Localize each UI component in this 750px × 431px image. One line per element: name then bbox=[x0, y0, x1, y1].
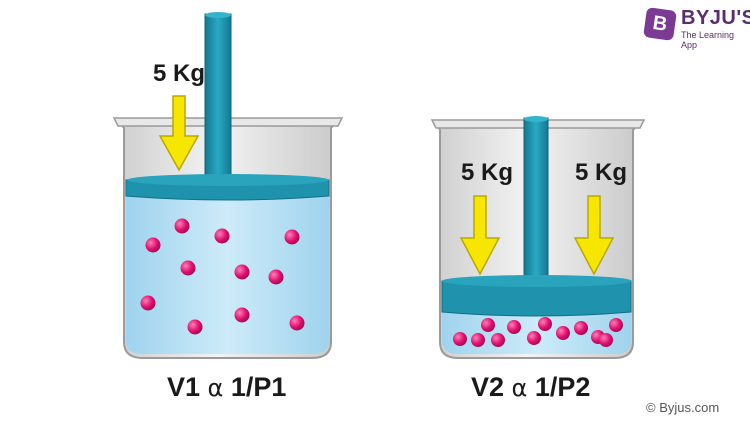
left-formula-volume: V1 bbox=[167, 372, 201, 402]
left-liquid bbox=[126, 192, 329, 354]
left-beaker bbox=[112, 12, 344, 359]
left-piston bbox=[125, 12, 330, 201]
particle bbox=[268, 269, 284, 285]
left-formula-relation: 1/P1 bbox=[230, 372, 287, 402]
copyright-notice: © Byjus.com bbox=[646, 400, 720, 415]
particle bbox=[180, 260, 196, 276]
byjus-logo-icon: B bbox=[643, 7, 677, 41]
left-formula-symbol: α bbox=[207, 374, 224, 402]
right-piston-rod-top bbox=[524, 116, 548, 122]
left-piston-plate-top bbox=[127, 174, 329, 186]
right-formula-relation: 1/P2 bbox=[534, 372, 591, 402]
particle bbox=[234, 307, 250, 323]
right-formula-symbol: α bbox=[511, 374, 528, 402]
left-piston-rod bbox=[204, 13, 232, 185]
particle bbox=[174, 218, 190, 234]
right-piston-plate-top bbox=[442, 275, 632, 287]
right-weight-arrow-1 bbox=[459, 195, 501, 276]
right-weight-label-2: 5 Kg bbox=[575, 159, 628, 186]
particle bbox=[234, 264, 250, 280]
right-beaker bbox=[430, 116, 646, 359]
left-formula: V1 α 1/P1 bbox=[167, 372, 286, 403]
particle bbox=[538, 317, 552, 331]
right-weight-label-1: 5 Kg bbox=[461, 159, 514, 186]
left-piston-rod-top bbox=[205, 12, 231, 18]
particle bbox=[491, 333, 505, 347]
particle bbox=[453, 332, 467, 346]
particle bbox=[187, 319, 203, 335]
left-weight-arrow bbox=[158, 95, 200, 172]
particle bbox=[481, 318, 495, 332]
byjus-logo: B BYJU'S The Learning App bbox=[643, 7, 750, 50]
particle bbox=[574, 321, 588, 335]
particle bbox=[471, 333, 485, 347]
particle bbox=[289, 315, 305, 331]
right-formula-volume: V2 bbox=[471, 372, 505, 402]
right-weight-arrow-2 bbox=[573, 195, 615, 276]
particle bbox=[556, 326, 570, 340]
particle bbox=[609, 318, 623, 332]
right-formula: V2 α 1/P2 bbox=[471, 372, 590, 403]
left-particles bbox=[140, 218, 305, 335]
right-piston bbox=[441, 116, 632, 317]
particle bbox=[145, 237, 161, 253]
right-piston-rod bbox=[523, 117, 549, 287]
particle bbox=[140, 295, 156, 311]
particle bbox=[507, 320, 521, 334]
right-particles bbox=[453, 317, 623, 347]
left-weight-label: 5 Kg bbox=[153, 60, 206, 87]
brand-name: BYJU'S bbox=[681, 7, 750, 29]
particle bbox=[214, 228, 230, 244]
particle bbox=[527, 331, 541, 345]
brand-tagline: The Learning App bbox=[681, 30, 735, 50]
particle bbox=[284, 229, 300, 245]
particle bbox=[599, 333, 613, 347]
